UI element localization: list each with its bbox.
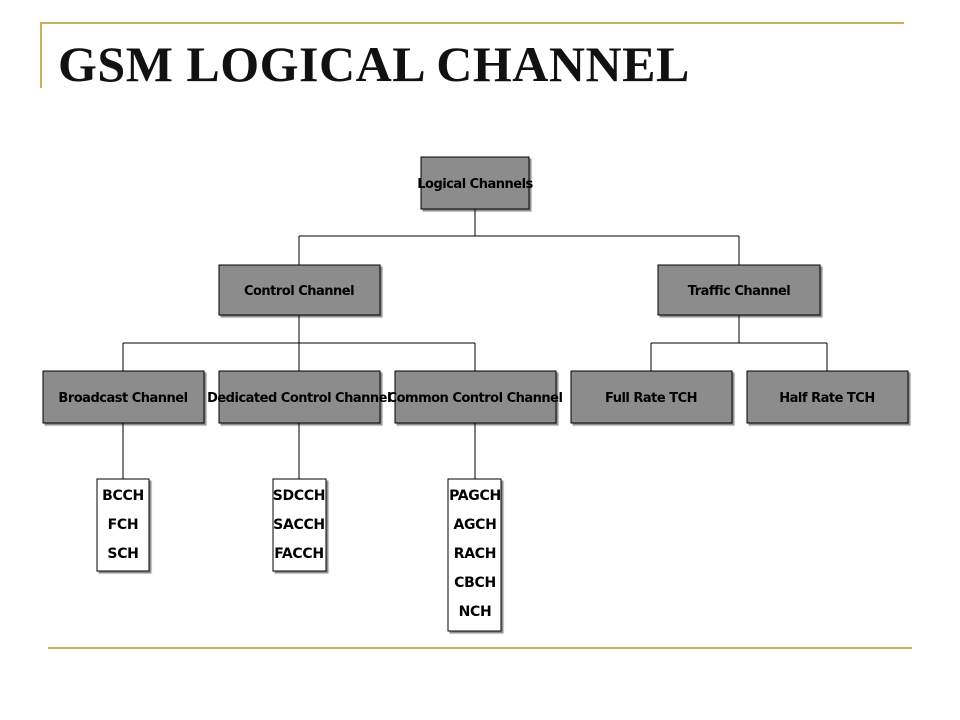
traffic-channel-label: Traffic Channel: [688, 284, 791, 299]
list-item-sacch: SACCH: [273, 517, 325, 533]
half-rate-tch-node: Half Rate TCH: [746, 370, 909, 424]
dedicated-list-box: [272, 478, 327, 572]
broadcast-channel-list: BCCH FCH SCH: [96, 478, 150, 572]
full-rate-tch-box: [570, 370, 733, 424]
control-channel-label: Control Channel: [244, 284, 354, 299]
dedicated-control-channel-label: Dedicated Control Channel: [207, 391, 391, 406]
left-accent-line: [40, 22, 42, 88]
broadcast-channel-box: [42, 370, 205, 424]
list-item-rach: RACH: [454, 546, 496, 562]
list-item-fch: FCH: [108, 517, 139, 533]
common-control-channel-node: Common Control Channel: [388, 370, 563, 424]
list-item-facch: FACCH: [274, 546, 324, 562]
logical-channels-box: [420, 156, 530, 210]
common-control-channel-label: Common Control Channel: [388, 391, 563, 406]
dedicated-control-channel-box: [218, 370, 381, 424]
list-item-bcch: BCCH: [102, 488, 144, 504]
control-channel-box: [218, 264, 381, 316]
list-item-cbch: CBCH: [454, 575, 496, 591]
dedicated-control-channel-list: SDCCH SACCH FACCH: [272, 478, 327, 572]
control-channel-node: Control Channel: [218, 264, 381, 316]
logical-channels-node: Logical Channels: [417, 156, 534, 210]
logical-channels-label: Logical Channels: [417, 177, 533, 192]
full-rate-tch-label: Full Rate TCH: [605, 391, 697, 406]
traffic-channel-box: [657, 264, 821, 316]
dedicated-control-channel-node: Dedicated Control Channel: [207, 370, 391, 424]
list-item-agch: AGCH: [453, 517, 496, 533]
broadcast-channel-node: Broadcast Channel: [42, 370, 205, 424]
full-rate-tch-node: Full Rate TCH: [570, 370, 733, 424]
common-control-channel-list: PAGCH AGCH RACH CBCH NCH: [447, 478, 502, 632]
list-item-sdcch: SDCCH: [273, 488, 325, 504]
half-rate-tch-box: [746, 370, 909, 424]
list-item-pagch: PAGCH: [449, 488, 501, 504]
list-item-sch: SCH: [107, 546, 138, 562]
bottom-accent-line: [48, 647, 912, 649]
top-accent-line: [40, 22, 904, 24]
connector-lines: [122, 209, 828, 479]
half-rate-tch-label: Half Rate TCH: [779, 391, 874, 406]
broadcast-channel-label: Broadcast Channel: [58, 391, 187, 406]
traffic-channel-node: Traffic Channel: [657, 264, 821, 316]
broadcast-list-box: [96, 478, 150, 572]
common-list-box: [447, 478, 502, 632]
common-control-channel-box: [394, 370, 557, 424]
slide-title: GSM LOGICAL CHANNEL: [58, 36, 690, 92]
list-item-nch: NCH: [459, 604, 492, 620]
